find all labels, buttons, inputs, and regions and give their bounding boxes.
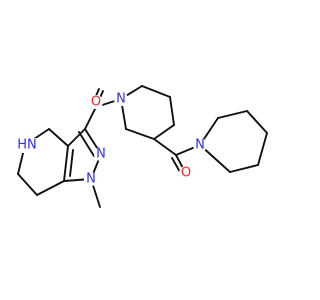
bond-pyrazole-c3-n2-b <box>78 131 95 157</box>
mask-n-piperidine-right <box>193 138 207 152</box>
bond-pip-ch2-top-ch2-right <box>141 85 171 98</box>
molecule-svg: N O O N HN N N <box>15 85 268 208</box>
atom-label-n-pyrazole-upper: N <box>96 147 106 162</box>
atom-label-n-piperidine-core: N <box>116 92 126 107</box>
bond-carbonyl-bottom-double-b <box>171 157 181 173</box>
bond-pyrazole-c7a-c3a-a <box>63 145 69 182</box>
mask-n-pyrazole-methyl <box>84 172 98 186</box>
bond-pip-ch-ch2-left <box>125 128 155 140</box>
atom-label-n-pyrazole-methyl: N <box>86 172 96 187</box>
mask-o-amide-top <box>89 95 103 109</box>
bond-right-pip-top-right <box>246 110 268 134</box>
mask-nh-tetrahydro <box>15 138 39 153</box>
bond-right-pip-upper-top <box>217 110 248 119</box>
atom-label-nh-tetrahydro: HN <box>17 138 37 153</box>
bond-carbonyl-top-to-pyrazole <box>84 106 97 130</box>
mask-o-amide-bottom <box>179 166 193 180</box>
bond-pip-ch2-lower-ch <box>153 124 175 140</box>
bond-c6-c7 <box>17 173 38 196</box>
bond-c7-c7a <box>36 180 65 196</box>
bond-pip-ch2-right-ch2-lower <box>169 96 175 126</box>
bond-right-pip-lower-bottom <box>229 164 259 173</box>
bond-c3a-c4 <box>48 128 69 147</box>
bond-ch-carbonyl-bottom <box>153 138 177 156</box>
atom-label-n-piperidine-right: N <box>195 138 205 153</box>
bond-right-pip-right-lower <box>257 132 268 166</box>
atom-label-o-amide-bottom: O <box>181 166 191 181</box>
bond-pyrazole-c7a-c3a-b <box>69 149 74 177</box>
mask-n-piperidine-core <box>114 92 128 106</box>
bond-pyrazole-c3-c3a <box>67 128 86 147</box>
mask-n-pyrazole-upper <box>94 147 108 161</box>
molecule-structure-canvas: N O O N HN N N <box>15 85 268 208</box>
atom-label-o-amide-top: O <box>91 95 101 110</box>
